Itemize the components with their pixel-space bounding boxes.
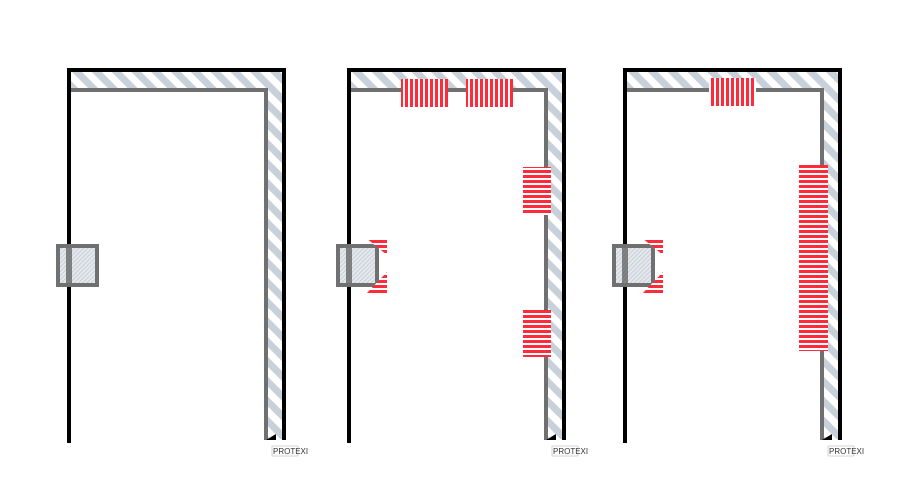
heater-right-tall — [799, 165, 828, 351]
brand-label: PROTEXI — [553, 447, 588, 456]
heat-indicator-top — [642, 238, 663, 255]
heater-top-2 — [466, 79, 513, 107]
room-plan-without-heaters: PROTEXI — [56, 68, 308, 458]
heater-top-1 — [401, 79, 448, 107]
brand-label: PROTEXI — [829, 447, 864, 456]
heat-indicator-top — [366, 238, 387, 255]
brand-label: PROTEXI — [273, 447, 308, 456]
room-plan-two-heaters: PROTEXI — [612, 68, 864, 458]
heat-indicator-bottom — [642, 272, 663, 294]
heater-right-2 — [523, 310, 551, 357]
room-plan-four-heaters: PROTEXI — [336, 68, 588, 458]
room-walls — [56, 68, 300, 458]
heater-right-1 — [523, 167, 551, 215]
room-walls — [336, 68, 580, 458]
heat-indicator-bottom — [366, 272, 387, 294]
heater-top — [709, 78, 756, 106]
